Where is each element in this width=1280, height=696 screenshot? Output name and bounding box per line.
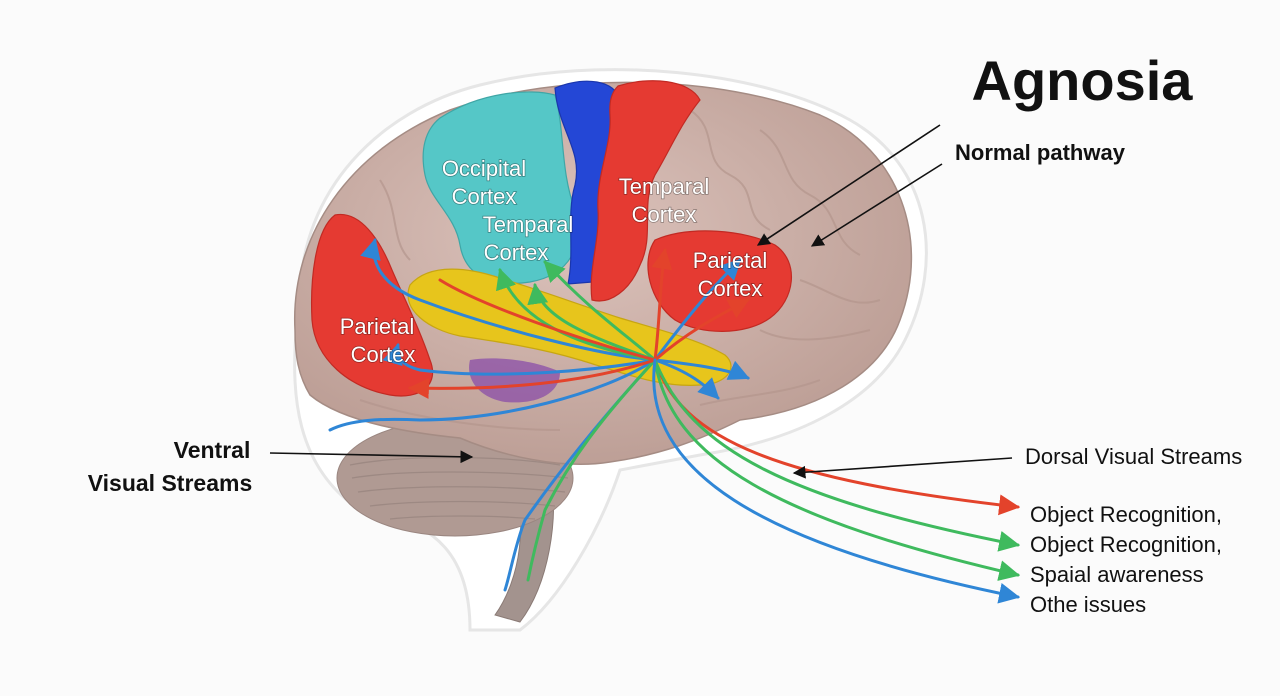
svg-text:Cortex: Cortex bbox=[351, 342, 416, 367]
dorsal-label: Dorsal Visual Streams bbox=[1025, 444, 1242, 469]
parietal-left-label: Parietal Cortex bbox=[339, 313, 416, 368]
outcome-1: Object Recognition, bbox=[1030, 502, 1222, 527]
outcome-3: Spaial awareness bbox=[1030, 562, 1204, 587]
outcome-4: Othe issues bbox=[1030, 592, 1146, 617]
red-gyrus-upper bbox=[590, 80, 701, 302]
svg-text:Cortex: Cortex bbox=[452, 184, 517, 209]
cerebellum-folds bbox=[349, 456, 569, 520]
dorsal-pointer bbox=[792, 457, 1013, 479]
svg-text:Temparal: Temparal bbox=[619, 174, 709, 199]
svg-text:Occipital: Occipital bbox=[442, 156, 526, 181]
svg-text:Parietal: Parietal bbox=[693, 248, 768, 273]
normal-pathway-label: Normal pathway bbox=[955, 140, 1126, 165]
page-title: Agnosia bbox=[972, 49, 1194, 112]
outcome-streams bbox=[652, 358, 1021, 604]
stream-to-outcome-2 bbox=[653, 358, 1021, 552]
temporal-center-label: Temparal Cortex bbox=[482, 211, 574, 266]
stream-to-outcome-3 bbox=[653, 358, 1021, 581]
stream-to-outcome-4 bbox=[652, 358, 1021, 604]
svg-text:Parietal: Parietal bbox=[340, 314, 415, 339]
svg-text:Cortex: Cortex bbox=[698, 276, 763, 301]
outcome-2: Object Recognition, bbox=[1030, 532, 1222, 557]
temporal-upper-label: Temparal Cortex bbox=[618, 173, 710, 228]
ventral-label-line1: Ventral bbox=[174, 437, 251, 463]
svg-text:Cortex: Cortex bbox=[484, 240, 549, 265]
ventral-label-line2: Visual Streams bbox=[88, 470, 253, 496]
occipital-label: Occipital Cortex bbox=[441, 155, 527, 210]
stream-lines bbox=[328, 237, 750, 592]
svg-text:Temparal: Temparal bbox=[483, 212, 573, 237]
purple-patch bbox=[469, 358, 560, 403]
normal-pathway-pointers bbox=[756, 124, 943, 247]
ventral-pointer bbox=[269, 450, 474, 464]
svg-text:Cortex: Cortex bbox=[632, 202, 697, 227]
parietal-right-label: Parietal Cortex bbox=[692, 247, 768, 302]
